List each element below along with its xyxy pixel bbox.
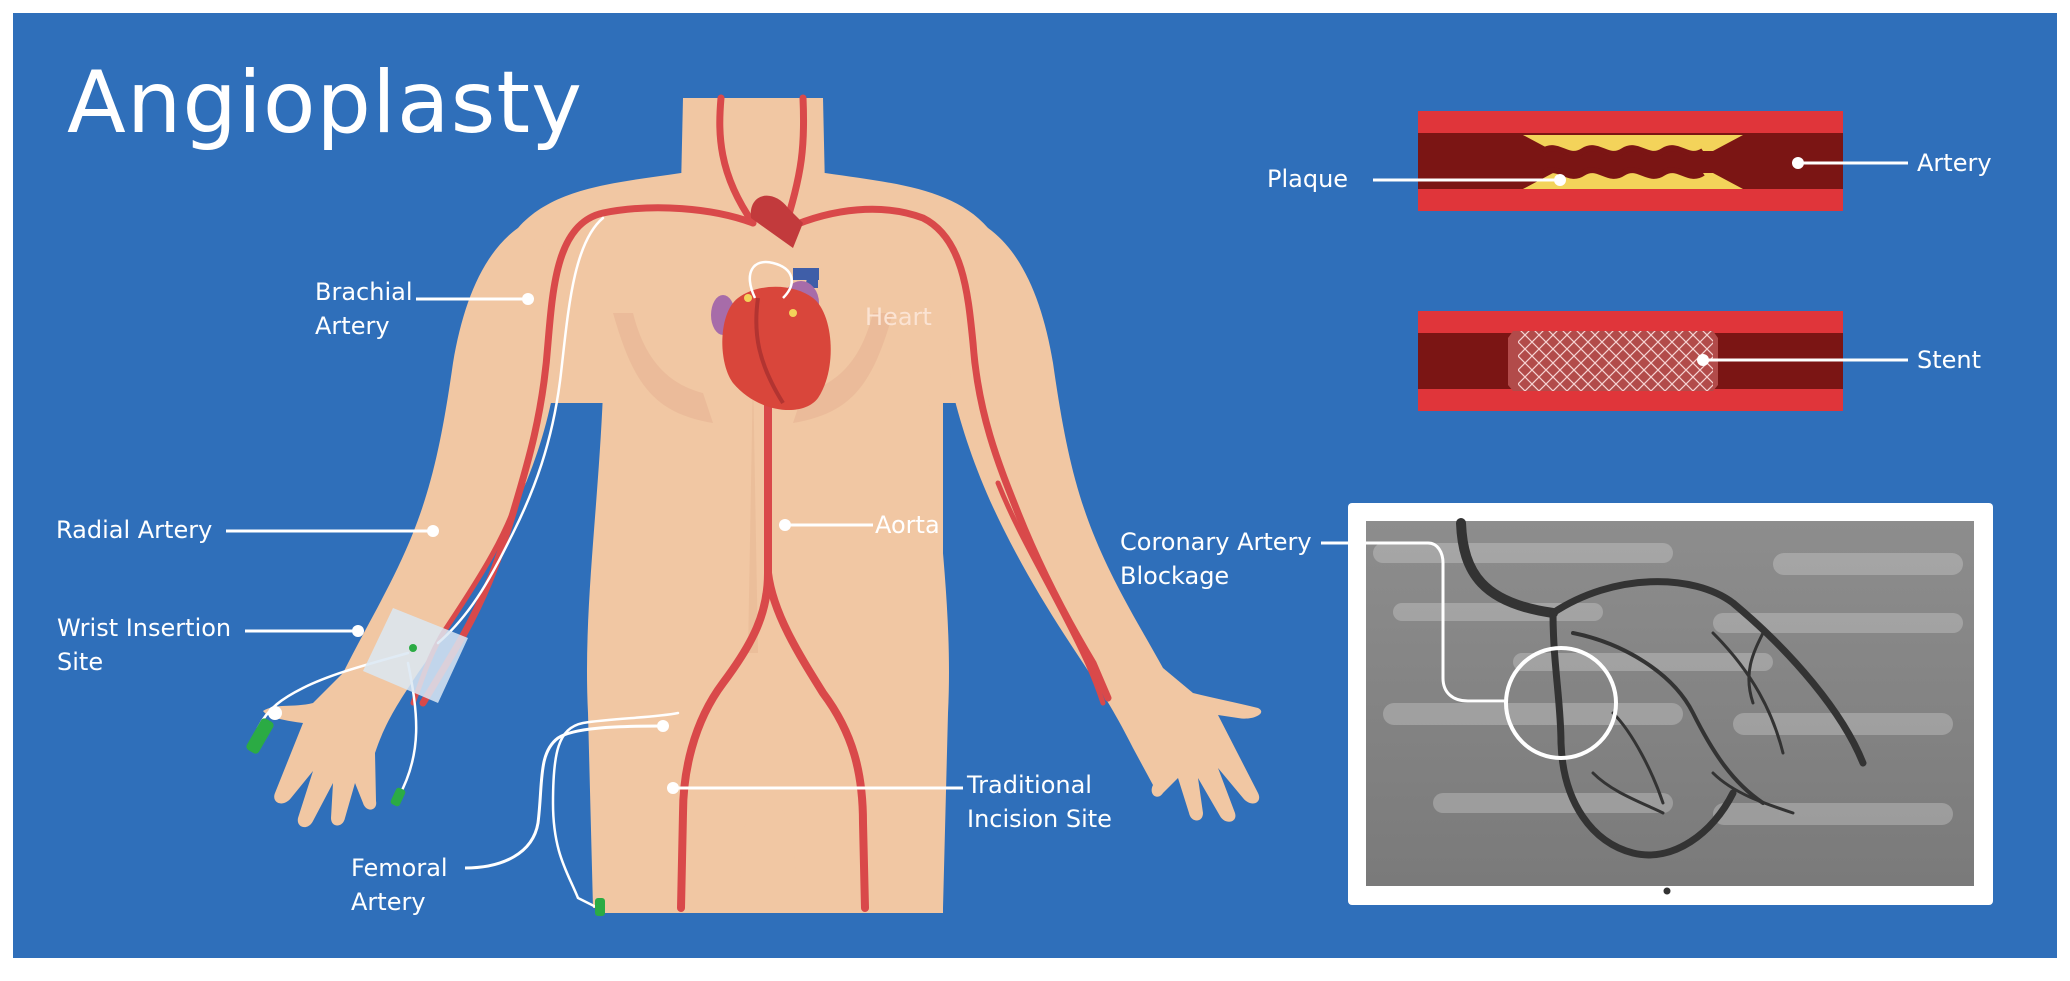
label-coronary-artery-blockage: Coronary Artery Blockage [1120, 525, 1312, 593]
label-brachial-artery: Brachial Artery [315, 275, 413, 343]
label-coronary-line1: Coronary Artery [1120, 525, 1312, 559]
label-femoral-line2: Artery [351, 885, 448, 919]
label-wrist-line1: Wrist Insertion [57, 611, 231, 645]
label-wrist-line2: Site [57, 645, 231, 679]
label-traditional-line1: Traditional [967, 768, 1112, 802]
label-stent: Stent [1917, 343, 1981, 377]
label-coronary-line2: Blockage [1120, 559, 1312, 593]
label-wrist-insertion-site: Wrist Insertion Site [57, 611, 231, 679]
label-heart: Heart [865, 300, 932, 334]
label-plaque: Plaque [1267, 162, 1348, 196]
label-brachial-line2: Artery [315, 309, 413, 343]
label-femoral-line1: Femoral [351, 851, 448, 885]
label-femoral-artery: Femoral Artery [351, 851, 448, 919]
infographic-panel: Angioplasty Brachial Artery Radial Arter… [13, 13, 2057, 958]
page-title: Angioplasty [67, 53, 583, 153]
artery-plaque-illustration [1418, 111, 1843, 211]
label-aorta: Aorta [875, 508, 940, 542]
angiogram-monitor [1348, 503, 1993, 905]
label-traditional-incision-site: Traditional Incision Site [967, 768, 1112, 836]
label-artery: Artery [1917, 146, 1992, 180]
label-brachial-line1: Brachial [315, 275, 413, 309]
label-traditional-line2: Incision Site [967, 802, 1112, 836]
label-radial-artery: Radial Artery [56, 513, 212, 547]
